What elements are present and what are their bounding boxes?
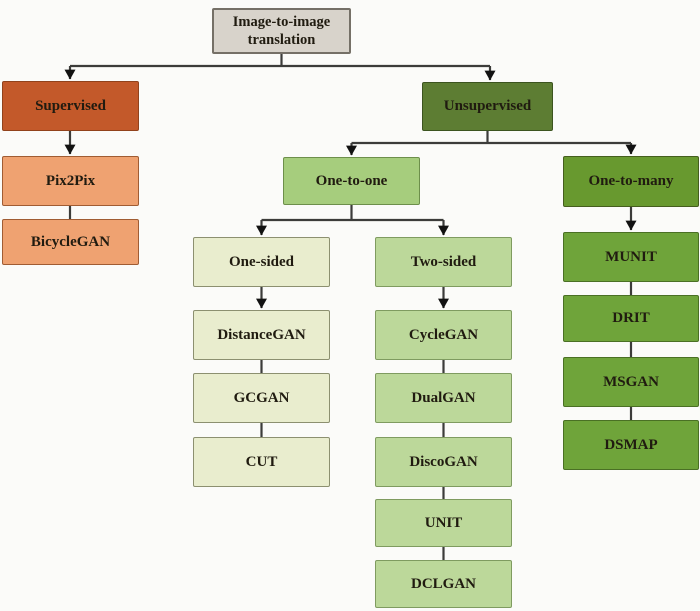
node-bicyclegan: BicycleGAN: [2, 219, 139, 265]
node-supervised: Supervised: [2, 81, 139, 131]
node-one-to-many: One-to-many: [563, 156, 699, 207]
node-one-sided: One-sided: [193, 237, 330, 287]
node-unit: UNIT: [375, 499, 512, 547]
node-one-to-one: One-to-one: [283, 157, 420, 205]
node-cut: CUT: [193, 437, 330, 487]
node-two-sided: Two-sided: [375, 237, 512, 287]
node-gcgan: GCGAN: [193, 373, 330, 423]
node-distancegan: DistanceGAN: [193, 310, 330, 360]
node-dclgan: DCLGAN: [375, 560, 512, 608]
node-dsmap: DSMAP: [563, 420, 699, 470]
node-dualgan: DualGAN: [375, 373, 512, 423]
node-root: Image-to-image translation: [212, 8, 351, 54]
node-pix2pix: Pix2Pix: [2, 156, 139, 206]
node-msgan: MSGAN: [563, 357, 699, 407]
node-unsupervised: Unsupervised: [422, 82, 553, 131]
node-discogan: DiscoGAN: [375, 437, 512, 487]
node-cyclegan: CycleGAN: [375, 310, 512, 360]
node-drit: DRIT: [563, 295, 699, 342]
node-munit: MUNIT: [563, 232, 699, 282]
